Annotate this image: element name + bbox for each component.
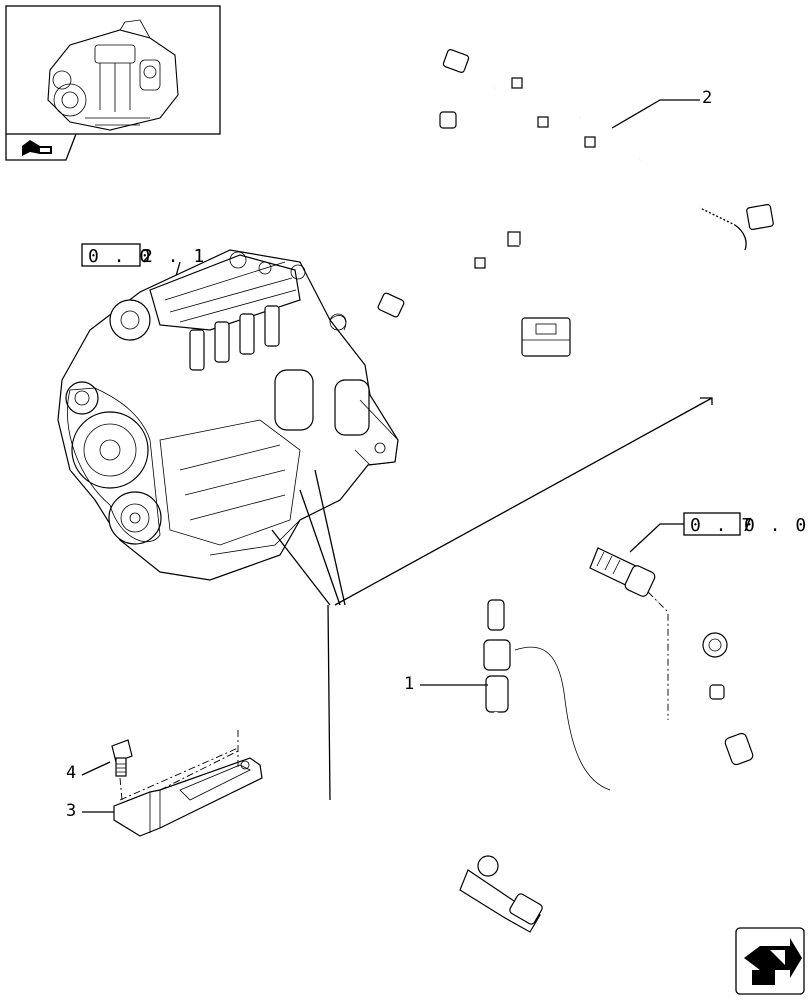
engine-ref-tail: 2 . 1: [142, 246, 206, 267]
bracket-3[interactable]: [113, 757, 263, 837]
engine-assembly: [57, 249, 399, 581]
callout-1: 1: [404, 674, 414, 694]
bolt-4[interactable]: [111, 739, 133, 777]
sensor-ref-label[interactable]: 0 . 7 0 . 0: [629, 512, 808, 553]
engine-thumbnail[interactable]: [5, 5, 221, 161]
engine-ref-boxed: 0 . 0: [88, 246, 152, 267]
sensor-ref-tail: 0 . 0: [744, 515, 808, 536]
callout-3: 3: [66, 801, 76, 821]
engine-ref-label[interactable]: 0 . 0 2 . 1: [81, 243, 206, 277]
temperature-sensor[interactable]: [589, 547, 656, 598]
pointer-line: [334, 397, 713, 606]
wiring-harness-2[interactable]: [377, 49, 774, 357]
nav-back-icon[interactable]: [22, 140, 52, 156]
wiring-harness-1[interactable]: [438, 599, 754, 933]
sensor-ref-boxed: 0 . 7: [690, 515, 754, 536]
callout-4: 4: [66, 763, 76, 783]
callout-2: 2: [702, 88, 712, 108]
nav-next-icon[interactable]: [735, 927, 805, 995]
